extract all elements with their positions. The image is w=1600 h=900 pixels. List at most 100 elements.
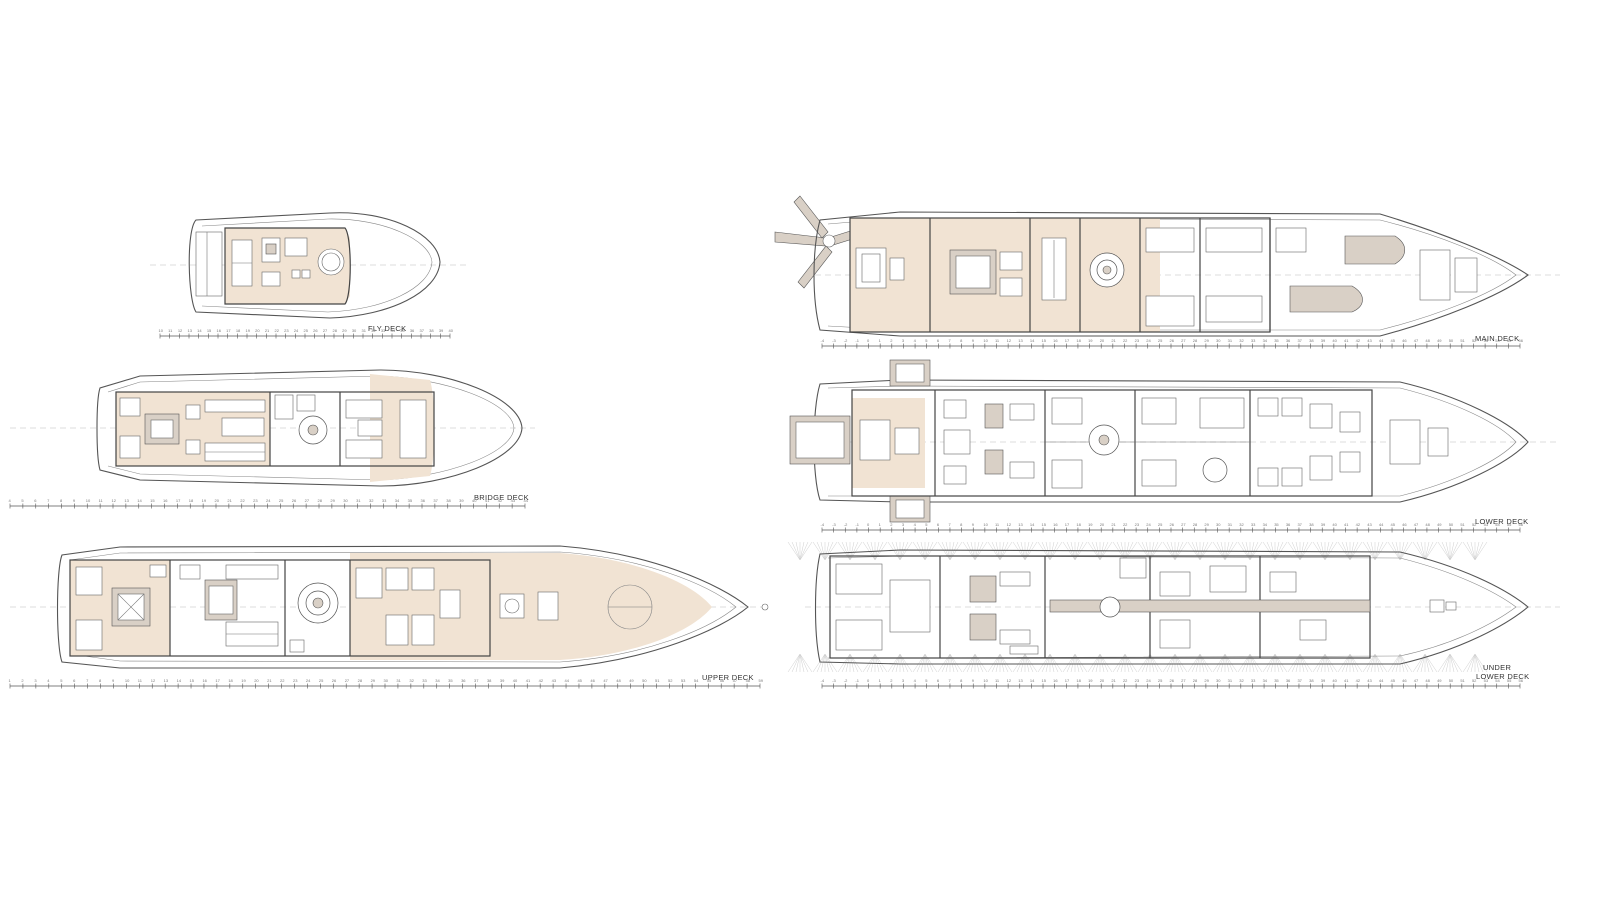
scale-tick-label: 52	[1472, 522, 1477, 527]
frame-fan-line	[1324, 653, 1330, 673]
scale-tick-label: 16	[1053, 678, 1058, 683]
scale-tick-label: 15	[150, 498, 155, 503]
scale-tick-label: 13	[1018, 678, 1023, 683]
scale-tick-label: 44	[1379, 338, 1384, 343]
scale-tick-label: 20	[215, 498, 220, 503]
scale-tick-label: 36	[1286, 678, 1291, 683]
main-deck-label: MAIN DECK	[1475, 334, 1519, 343]
scale-tick-label: 55	[1507, 522, 1512, 527]
scale-tick-label: 14	[197, 328, 202, 333]
scale-tick-label: 5	[925, 522, 928, 527]
frame-fan-line	[1299, 541, 1309, 561]
frame-fan-line	[1324, 653, 1338, 673]
scale-tick-label: 40	[513, 678, 518, 683]
scale-tick-label: 35	[448, 678, 453, 683]
scale-tick-label: 11	[168, 328, 173, 333]
scale-tick-label: 49	[1437, 678, 1442, 683]
scale-tick-label: 24	[1146, 678, 1151, 683]
scale-tick-label: 14	[177, 678, 182, 683]
crane-arms-icon	[774, 195, 863, 289]
frame-fan-line	[1024, 653, 1030, 673]
scale-tick-label: 56	[720, 678, 725, 683]
scale-tick-label: 15	[1042, 338, 1047, 343]
frame-fan-line	[920, 653, 926, 673]
fly-deck-label: FLY DECK	[368, 324, 406, 333]
frame-fan-line	[1249, 653, 1255, 673]
frame-fan-line	[1299, 541, 1313, 561]
scale-tick-label: 36	[1286, 338, 1291, 343]
scale-tick-label: 14	[1030, 678, 1035, 683]
scale-tick-label: 46	[1402, 338, 1407, 343]
frame-fan-line	[1374, 653, 1384, 673]
scale-tick-label: -3	[832, 338, 836, 343]
scale-tick-label: -2	[844, 522, 848, 527]
frame-fan-line	[1274, 653, 1288, 673]
frame-fan-line	[924, 653, 934, 673]
frame-fan-line	[824, 653, 830, 673]
scale-tick-label: 14	[1030, 338, 1035, 343]
scale-tick-label: 41	[485, 498, 490, 503]
scale-tick-label: 2	[21, 678, 24, 683]
scale-tick-label: 26	[1170, 338, 1175, 343]
upper-deck-label: UPPER DECK	[702, 673, 754, 682]
scale-tick-label: 10	[983, 338, 988, 343]
frame-fan-line	[1337, 653, 1351, 673]
frame-fan-line	[937, 653, 951, 673]
scale-tick-label: 8	[60, 498, 63, 503]
frame-fan-line	[1366, 653, 1376, 673]
frame-fan-line	[795, 653, 801, 673]
scale-tick-label: 22	[280, 678, 285, 683]
frame-fan-line	[937, 541, 951, 561]
frame-fan-line	[1324, 653, 1334, 673]
frame-fan-line	[949, 653, 959, 673]
frame-fan-line	[962, 541, 976, 561]
scale-tick-label: 23	[253, 498, 258, 503]
scale-tick-label: 36	[421, 498, 426, 503]
scale-tick-label: 43	[1367, 678, 1372, 683]
scale-tick-label: 16	[163, 498, 168, 503]
frame-fan-line	[887, 653, 901, 673]
frame-fan-line	[920, 541, 926, 561]
scale-tick-label: 41	[1344, 522, 1349, 527]
scale-tick-label: -4	[821, 678, 825, 683]
frame-fan-line	[1312, 653, 1326, 673]
frame-fan-line	[1474, 653, 1488, 673]
scale-tick-label: 15	[1042, 678, 1047, 683]
frame-fan-line	[1470, 653, 1476, 673]
scale-tick-label: 29	[1204, 338, 1209, 343]
frame-fan-line	[1062, 653, 1076, 673]
scale-tick-label: 43	[1367, 522, 1372, 527]
frame-fan-line	[1270, 653, 1276, 673]
frame-fan-line	[924, 653, 938, 673]
frame-fan-line	[1249, 653, 1259, 673]
scale-tick-label: 28	[358, 678, 363, 683]
scale-tick-label: 25	[1158, 522, 1163, 527]
scale-tick-label: 20	[1100, 678, 1105, 683]
frame-fan-line	[1324, 541, 1338, 561]
frame-fan-line	[1474, 653, 1484, 673]
scale-tick-label: 38	[429, 328, 434, 333]
scale-tick-label: 58	[746, 678, 751, 683]
frame-fan-line	[1437, 541, 1451, 561]
frame-fan-line	[974, 653, 984, 673]
frame-fan-line	[1224, 653, 1230, 673]
scale-tick-label: 53	[1484, 678, 1489, 683]
scale-tick-label: 51	[1460, 522, 1465, 527]
scale-tick-label: 33	[422, 678, 427, 683]
scale-tick-label: 34	[1263, 522, 1268, 527]
scale-tick-label: 59	[759, 678, 764, 683]
frame-fan-line	[1445, 541, 1451, 561]
frame-fan-line	[1374, 653, 1380, 673]
frame-fan-line	[849, 541, 863, 561]
scale-tick-label: 2	[890, 522, 893, 527]
frame-fan-line	[912, 541, 926, 561]
scale-tick-label: 56	[1519, 522, 1524, 527]
frame-fan-line	[916, 541, 926, 561]
scale-tick-label: 0	[867, 338, 870, 343]
scale-tick-label: 18	[189, 498, 194, 503]
frame-fan-line	[1399, 541, 1405, 561]
scale-tick-label: 5	[925, 678, 928, 683]
frame-fan-line	[1099, 653, 1109, 673]
scale-tick-label: 32	[1239, 338, 1244, 343]
